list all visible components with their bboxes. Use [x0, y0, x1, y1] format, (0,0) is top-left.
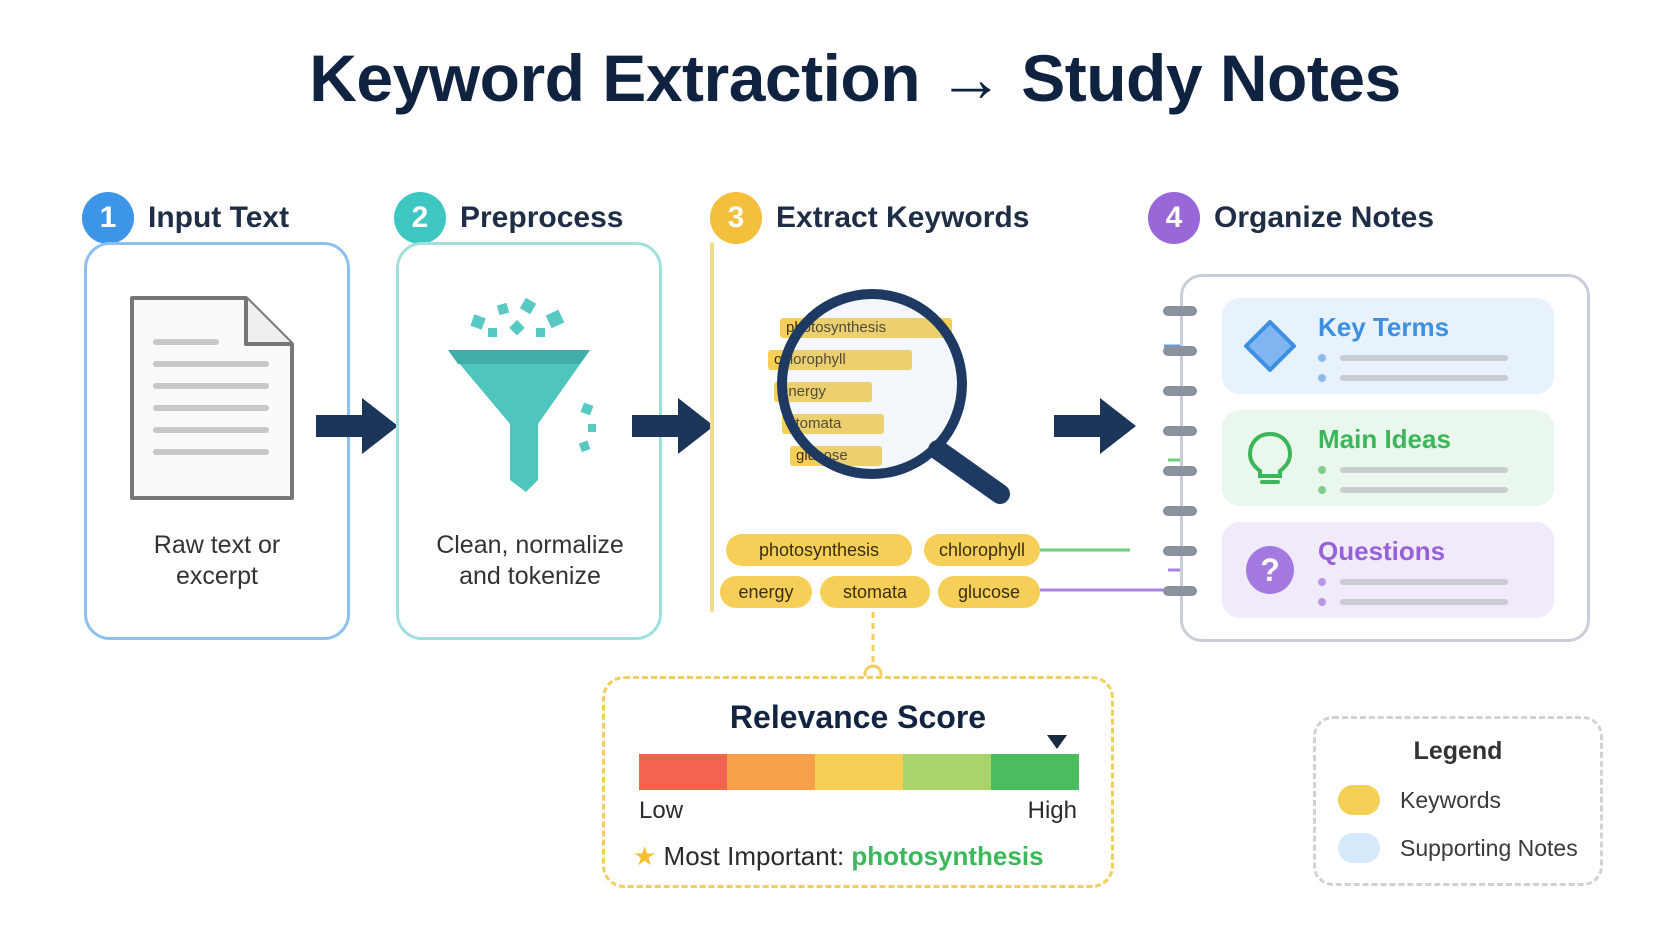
- relevance-scale-bar: [639, 754, 1079, 790]
- extract-panel-edge: [710, 242, 714, 612]
- preprocess-panel: [396, 242, 662, 640]
- document-icon: [130, 296, 294, 500]
- note-card-questions: ? Questions: [1222, 522, 1554, 618]
- step-4-label: Organize Notes: [1214, 201, 1435, 234]
- most-important-label: Most Important:: [663, 841, 845, 871]
- legend-swatch: [1338, 833, 1380, 863]
- step-3-number: 3: [710, 192, 762, 244]
- note-card-key-terms: Key Terms: [1222, 298, 1554, 394]
- keyword-chip: energy: [720, 576, 812, 608]
- keyword-strip: chlorophyll: [768, 350, 912, 370]
- star-icon: ★: [633, 841, 657, 871]
- scale-segment: [991, 754, 1079, 790]
- legend-label: Keywords: [1400, 786, 1501, 813]
- binder-ring: [1163, 306, 1197, 316]
- keyword-strip: stomata: [782, 414, 884, 434]
- step-4-number: 4: [1148, 192, 1200, 244]
- svg-text:?: ?: [1260, 552, 1280, 588]
- input-caption: Raw text or excerpt: [100, 530, 334, 592]
- note-title: Questions: [1318, 536, 1446, 566]
- binder-ring: [1163, 466, 1197, 476]
- legend-label: Supporting Notes: [1400, 834, 1578, 861]
- magnifier-icon: [777, 289, 1010, 504]
- most-important: ★ Most Important: photosynthesis: [633, 841, 1044, 872]
- input-caption-line-1: Raw text or: [153, 531, 281, 559]
- question-icon: ?: [1246, 546, 1294, 594]
- relevance-connector: [863, 612, 883, 684]
- step-1-number: 1: [82, 192, 134, 244]
- binder-ring: [1163, 506, 1197, 516]
- step-3-label: Extract Keywords: [776, 201, 1030, 234]
- scale-segment: [639, 754, 727, 790]
- note-card-main-ideas: Main Ideas: [1222, 410, 1554, 506]
- legend-item-supporting-notes: Supporting Notes: [1338, 833, 1578, 863]
- step-1-label: Input Text: [148, 201, 290, 234]
- note-title: Main Ideas: [1318, 424, 1451, 454]
- step-4-header: 4 Organize Notes: [1148, 192, 1434, 244]
- legend-item-keywords: Keywords: [1338, 785, 1501, 815]
- binder-ring: [1163, 586, 1197, 596]
- arrow-right-icon: [1054, 398, 1136, 454]
- keyword-chip: stomata: [820, 576, 930, 608]
- keyword-chip: chlorophyll: [924, 534, 1040, 566]
- keyword-chip: photosynthesis: [726, 534, 912, 566]
- preprocess-caption-line-1: Clean, normalize: [436, 531, 624, 559]
- keyword-chip: glucose: [938, 576, 1040, 608]
- step-3-header: 3 Extract Keywords: [710, 192, 1029, 244]
- relevance-marker-icon: [1047, 735, 1067, 749]
- step-2-label: Preprocess: [460, 201, 624, 234]
- legend-swatch: [1338, 785, 1380, 815]
- step-1-header: 1 Input Text: [82, 192, 289, 244]
- arrow-right-icon: [632, 398, 714, 454]
- input-text-panel: [84, 242, 350, 640]
- lightbulb-icon: [1247, 431, 1293, 484]
- binder-ring: [1163, 426, 1197, 436]
- scale-segment: [815, 754, 903, 790]
- scale-low-label: Low: [639, 797, 684, 824]
- arrow-right-icon: [316, 398, 398, 454]
- legend-box: Legend Keywords Supporting Notes: [1313, 716, 1603, 886]
- scale-high-label: High: [1027, 797, 1077, 824]
- binder-ring: [1163, 386, 1197, 396]
- note-title: Key Terms: [1318, 312, 1450, 342]
- step-2-header: 2 Preprocess: [394, 192, 623, 244]
- step-2-number: 2: [394, 192, 446, 244]
- funnel-icon: [448, 297, 596, 492]
- binder-ring: [1163, 346, 1197, 356]
- legend-title: Legend: [1413, 737, 1503, 765]
- preprocess-caption-line-2: and tokenize: [459, 562, 601, 590]
- most-important-keyword: photosynthesis: [851, 841, 1044, 871]
- scale-segment: [903, 754, 991, 790]
- diamond-icon: [1244, 320, 1296, 372]
- input-caption-line-2: excerpt: [176, 562, 258, 590]
- binder-ring: [1163, 546, 1197, 556]
- diagram-title: Keyword Extraction → Study Notes: [309, 41, 1401, 115]
- relevance-score-box: Relevance Score Low High ★ Most Importan…: [602, 676, 1114, 888]
- keyword-strip: energy: [774, 382, 872, 402]
- preprocess-caption: Clean, normalize and tokenize: [410, 530, 650, 592]
- scale-segment: [727, 754, 815, 790]
- relevance-title: Relevance Score: [729, 699, 987, 735]
